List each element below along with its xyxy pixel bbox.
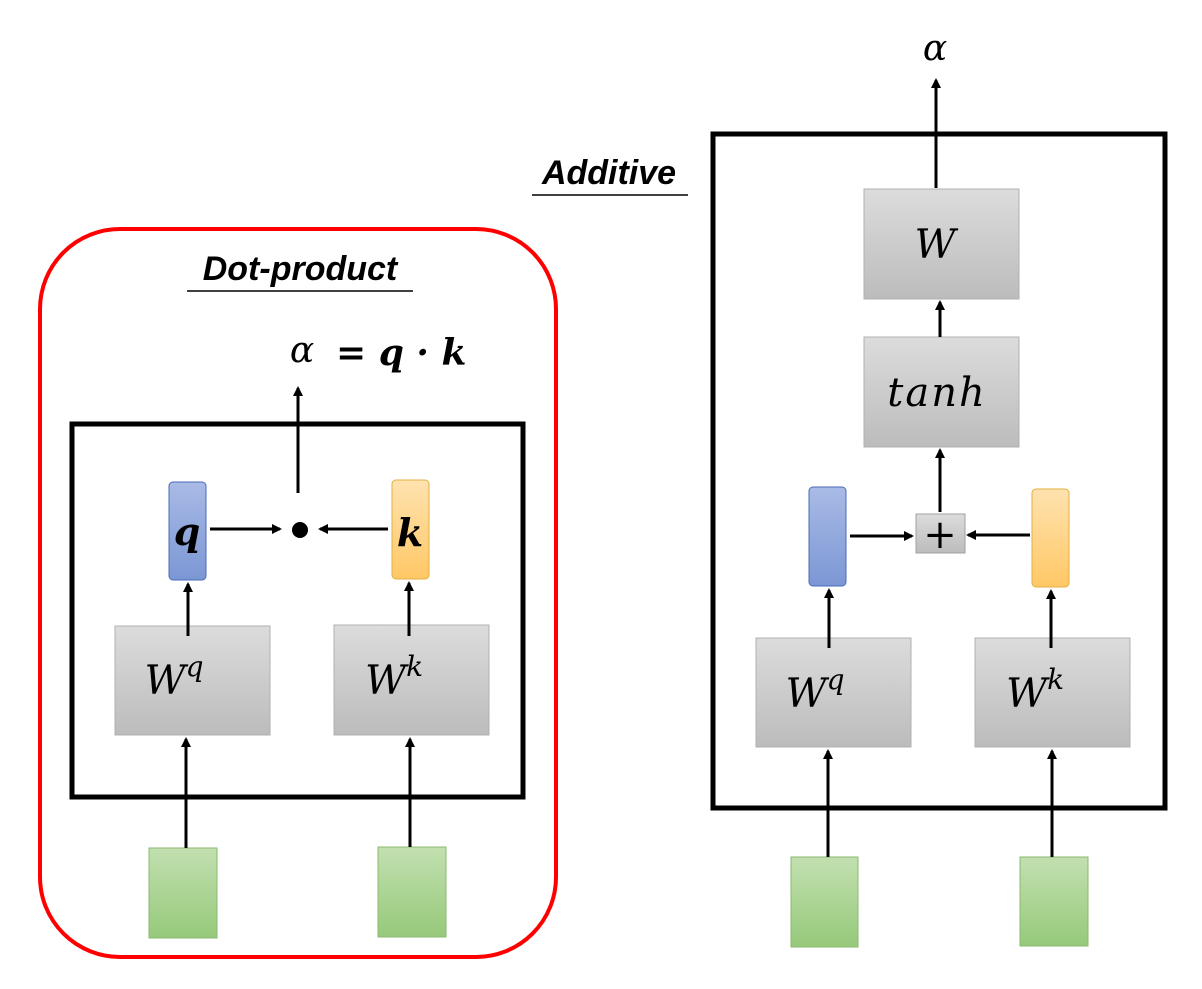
additive-wk-label: Wk <box>1006 663 1064 717</box>
wk-label: Wk <box>365 650 423 704</box>
additive-title: Additive <box>541 154 676 192</box>
dot-product-input-left <box>148 847 218 939</box>
dot-product-input-right <box>377 846 447 938</box>
additive-wk-base: W <box>1006 671 1050 717</box>
key-vector <box>391 479 430 580</box>
additive-alpha: α <box>923 28 947 69</box>
additive-input-left <box>790 856 859 948</box>
dot-product-panel: Dot-product α = q · k q k Wq Wk <box>38 227 558 959</box>
additive-wq-superscript: q <box>827 663 845 696</box>
additive-query-vector <box>808 486 847 587</box>
w-label: W <box>914 222 958 268</box>
wk-weight-box <box>333 624 490 736</box>
tanh-label: tanh <box>887 370 986 416</box>
plus-operator-box <box>915 513 966 554</box>
dot-product-alpha: α <box>290 330 314 371</box>
wk-base: W <box>365 658 409 704</box>
additive-wq-base: W <box>785 671 829 717</box>
additive-wk-superscript: k <box>1047 663 1064 696</box>
additive-panel: Additive α W tanh + Wq Wk <box>532 28 1168 948</box>
tanh-box <box>863 336 1020 448</box>
dot-product-equation: = q · k <box>336 332 466 374</box>
dot-operator <box>292 522 308 538</box>
plus-operator-label: + <box>923 512 957 558</box>
wq-weight-box <box>114 625 271 736</box>
additive-input-right <box>1019 856 1089 947</box>
additive-wk-weight-box <box>974 637 1131 748</box>
additive-wq-weight-box <box>755 637 912 748</box>
additive-module-box <box>710 131 1168 811</box>
key-vector-label: k <box>397 510 423 555</box>
query-vector <box>168 481 207 581</box>
wq-label: Wq <box>144 650 203 704</box>
w-weight-box <box>863 188 1020 300</box>
wq-base: W <box>144 658 188 704</box>
wq-superscript: q <box>186 650 204 683</box>
query-vector-label: q <box>174 509 201 554</box>
dot-product-highlight-frame <box>38 227 558 959</box>
additive-key-vector <box>1031 488 1070 588</box>
additive-wq-label: Wq <box>785 663 844 717</box>
wk-superscript: k <box>406 650 423 683</box>
dot-product-title: Dot-product <box>203 250 399 288</box>
